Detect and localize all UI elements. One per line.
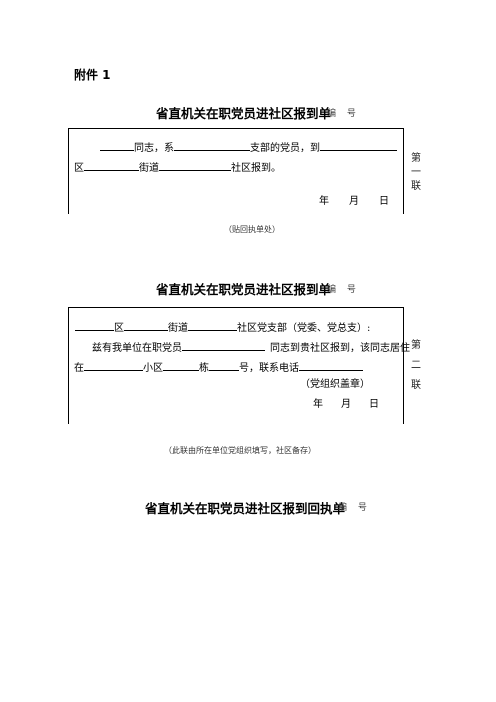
attachment-label: 附件 1 bbox=[74, 68, 111, 82]
blank-district[interactable] bbox=[75, 319, 114, 331]
blank-destination[interactable] bbox=[320, 139, 397, 151]
form1-side-3: 联 bbox=[411, 181, 421, 192]
form3-title: 省直机关在职党员进社区报到回执单 bbox=[145, 501, 346, 516]
text-report: 社区报到。 bbox=[231, 163, 281, 174]
blank-district[interactable] bbox=[84, 159, 139, 171]
form1-line2: 区 街道 社区报到。 bbox=[74, 159, 281, 176]
form2-line2: 兹有我单位在职党员 同志到贵社区报到，该同志居住 bbox=[92, 339, 410, 356]
form2-line3: 在 小区 栋 号，联系电话 bbox=[74, 359, 363, 376]
form1-note: （贴回执单处） bbox=[224, 225, 280, 234]
form2-side-1: 第 bbox=[411, 340, 421, 351]
form2-seal: （党组织盖章） bbox=[300, 379, 370, 390]
date-month: 月 bbox=[341, 399, 351, 410]
blank-street[interactable] bbox=[159, 159, 231, 171]
text-comrade: 同志，系 bbox=[134, 143, 174, 154]
blank-branch[interactable] bbox=[174, 139, 250, 151]
form2-title: 省直机关在职党员进社区报到单 bbox=[156, 282, 332, 297]
date-day: 日 bbox=[379, 196, 389, 207]
text-street: 街道 bbox=[139, 163, 159, 174]
form1-side-2: 一 bbox=[411, 167, 421, 178]
form1-line1: 同志，系 支部的党员，到 bbox=[100, 139, 397, 156]
blank-building[interactable] bbox=[163, 359, 199, 371]
blank-community[interactable] bbox=[188, 319, 237, 331]
text-branch: 支部的党员，到 bbox=[250, 143, 320, 154]
blank-name[interactable] bbox=[100, 139, 134, 151]
text-at: 在 bbox=[74, 363, 84, 374]
date-month: 月 bbox=[349, 196, 359, 207]
blank-residence[interactable] bbox=[84, 359, 143, 371]
text-building: 栋 bbox=[199, 363, 209, 374]
blank-room[interactable] bbox=[209, 359, 239, 371]
date-year: 年 bbox=[319, 196, 329, 207]
form2-side-2: 二 bbox=[411, 360, 421, 371]
form2-note: （此联由所在单位党组织填写，社区备存） bbox=[164, 446, 316, 455]
text-branch: 社区党支部（党委、党总支）: bbox=[237, 323, 371, 334]
form2-box bbox=[68, 307, 404, 424]
form1-side-1: 第 bbox=[411, 153, 421, 164]
text-district: 区 bbox=[114, 323, 124, 334]
form2-date: 年月日 bbox=[313, 398, 379, 412]
form1-number-label: 编 号 bbox=[327, 109, 360, 119]
blank-phone[interactable] bbox=[299, 359, 363, 371]
blank-street[interactable] bbox=[124, 319, 168, 331]
form2-number-label: 编 号 bbox=[327, 285, 360, 295]
text-intro: 兹有我单位在职党员 bbox=[92, 343, 182, 354]
date-year: 年 bbox=[313, 399, 323, 410]
text-district: 区 bbox=[74, 163, 84, 174]
form1-title: 省直机关在职党员进社区报到单 bbox=[156, 106, 332, 121]
form3-number-label: 编 号 bbox=[338, 503, 371, 513]
form1-box bbox=[68, 128, 404, 214]
text-community: 小区 bbox=[143, 363, 163, 374]
text-street: 街道 bbox=[168, 323, 188, 334]
blank-member-name[interactable] bbox=[182, 339, 265, 351]
text-report: 同志到贵社区报到，该同志居住 bbox=[270, 343, 410, 354]
date-day: 日 bbox=[369, 399, 379, 410]
form2-line1: 区 街道 社区党支部（党委、党总支）: bbox=[75, 319, 370, 336]
form1-date: 年月日 bbox=[319, 195, 389, 209]
form2-side-3: 联 bbox=[411, 380, 421, 391]
text-room: 号，联系电话 bbox=[239, 363, 299, 374]
